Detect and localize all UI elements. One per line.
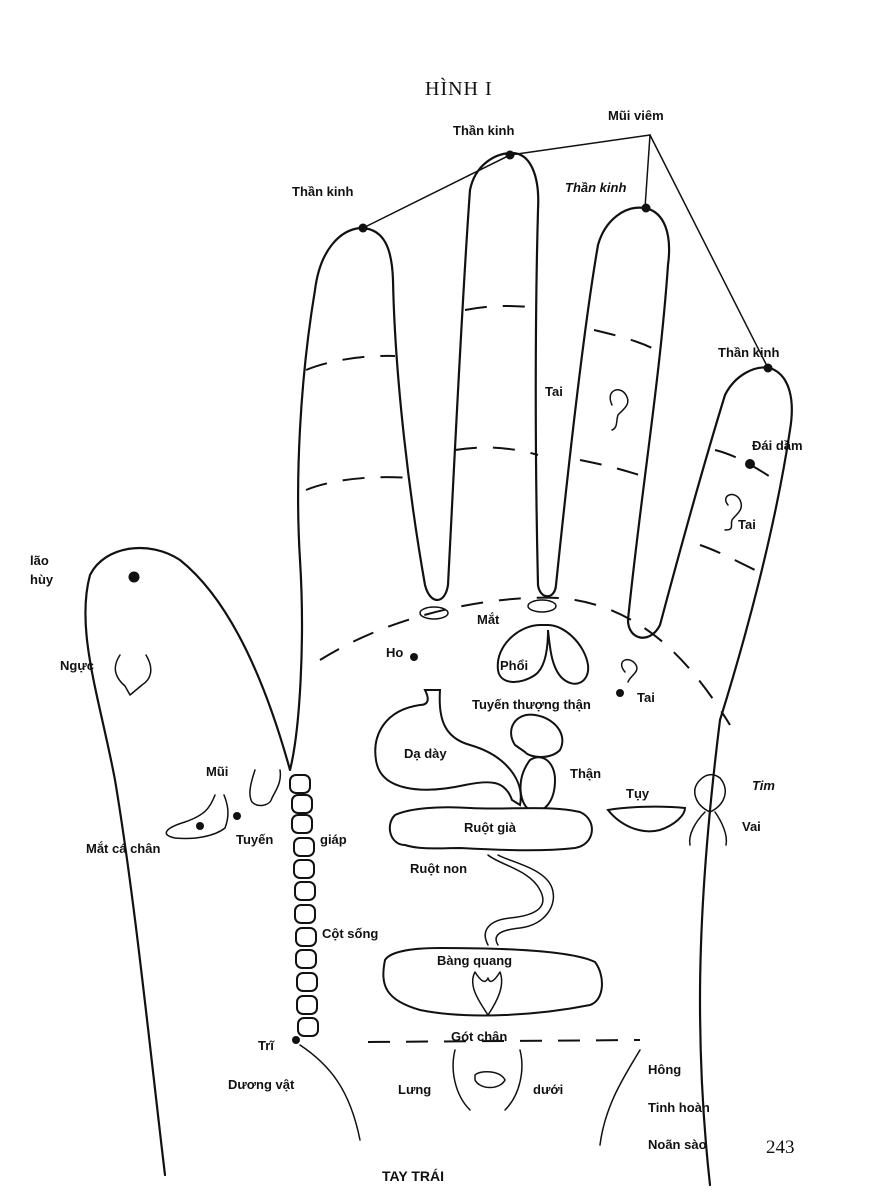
label-tim: Tim xyxy=(752,778,775,793)
label-cot-song: Cột sống xyxy=(322,926,379,941)
large-intestine-shape xyxy=(388,806,593,852)
label-ruot-non: Ruột non xyxy=(410,861,468,876)
ear-icon-little xyxy=(724,493,743,531)
joint-line-index-1 xyxy=(305,354,396,371)
label-noan-sao: Noãn sào xyxy=(648,1137,707,1152)
label-tai-2: Tai xyxy=(738,517,756,532)
label-da-day: Dạ dày xyxy=(404,746,447,761)
label-ruot-gia: Ruột già xyxy=(464,820,516,835)
chest-icon xyxy=(114,654,152,696)
label-tai-1: Tai xyxy=(545,384,563,399)
label-mat: Mắt xyxy=(477,612,500,627)
lungs-shape xyxy=(496,624,590,685)
ear-icon-palm xyxy=(620,658,638,683)
connector-line-1 xyxy=(509,134,651,156)
point-tuyen-giap xyxy=(233,812,241,820)
shoulder-icon xyxy=(688,811,728,846)
label-than-kinh-1: Thần kinh xyxy=(453,123,515,138)
point-tri xyxy=(292,1036,300,1044)
connector-line-3 xyxy=(649,134,769,369)
label-nao-2: hùy xyxy=(30,572,54,587)
page-number: 243 xyxy=(766,1137,795,1158)
label-tai-3: Tai xyxy=(637,690,655,705)
label-duong-vat: Dương vật xyxy=(228,1077,295,1092)
joint-line-middle-1 xyxy=(464,304,539,311)
wrist-line xyxy=(367,1039,641,1043)
figure-title: HÌNH I xyxy=(425,78,493,100)
small-intestine-shape xyxy=(484,854,555,946)
figure-caption: TAY TRÁI xyxy=(382,1168,444,1184)
point-than-kinh-middle xyxy=(505,150,515,160)
ear-icon-ring xyxy=(609,389,629,431)
label-nguc: Ngực xyxy=(60,658,94,673)
label-than-kinh-3: Thần kinh xyxy=(565,180,627,195)
label-mui-viem: Mũi viêm xyxy=(608,108,664,123)
penis-hatch xyxy=(299,1044,361,1141)
label-than-kinh-4: Thần kinh xyxy=(718,345,780,360)
point-than-kinh-index xyxy=(358,223,368,233)
connector-line-2 xyxy=(644,134,651,209)
pancreas-shape xyxy=(606,805,687,833)
label-got-chan: Gót chân xyxy=(451,1029,508,1044)
label-ho: Ho xyxy=(386,645,404,660)
label-vai: Vai xyxy=(742,819,761,834)
joint-line-ring-2 xyxy=(579,459,649,479)
lower-back-icon xyxy=(452,1049,523,1111)
label-than: Thận xyxy=(570,766,602,781)
palm-arc-line xyxy=(319,596,731,726)
spine-shape xyxy=(289,774,319,1037)
point-than-kinh-ring xyxy=(641,203,651,213)
bladder-shape xyxy=(382,946,603,1017)
label-tri: Trĩ xyxy=(258,1038,274,1053)
joint-line-little-2 xyxy=(699,544,756,571)
label-phoi: Phổi xyxy=(500,658,529,673)
label-lung: Lưng xyxy=(398,1082,432,1097)
bladder-inner-icon xyxy=(471,971,503,1016)
joint-line-middle-2 xyxy=(454,446,539,456)
connector-line-4 xyxy=(362,154,511,229)
label-nao-1: lão xyxy=(30,553,49,568)
label-duoi: dưới xyxy=(533,1082,564,1097)
label-mui: Mũi xyxy=(206,764,229,779)
ankle-icon xyxy=(165,794,229,840)
label-bang-quang: Bàng quang xyxy=(437,953,513,968)
hand-outline xyxy=(84,151,793,1187)
point-mat-ca-chan xyxy=(196,822,204,830)
point-tai-palm xyxy=(616,689,624,697)
label-giap: giáp xyxy=(320,832,347,847)
label-hong: Hông xyxy=(648,1062,682,1077)
label-dai-dam: Đái dầm xyxy=(752,438,803,453)
kidney-lower-shape xyxy=(519,756,557,812)
point-ho xyxy=(410,653,418,661)
hip-hatch xyxy=(599,1049,641,1146)
stomach-shape xyxy=(374,689,522,807)
label-tinh-hoan: Tinh hoàn xyxy=(648,1100,710,1115)
label-tuyen-thuong-than: Tuyến thượng thận xyxy=(472,697,591,712)
nose-icon xyxy=(249,769,282,807)
label-tuy: Tụy xyxy=(626,786,650,801)
label-than-kinh-2: Thần kinh xyxy=(292,184,354,199)
joint-line-index-2 xyxy=(305,476,411,491)
label-tuyen: Tuyến xyxy=(236,832,274,847)
eye-icon-right xyxy=(527,599,557,613)
joint-line-ring-1 xyxy=(593,329,653,349)
kidney-shape xyxy=(510,713,564,758)
heart-icon xyxy=(694,773,726,813)
joint-line-little-1 xyxy=(714,449,773,479)
point-dai-dam xyxy=(745,459,755,469)
label-mat-ca-chan: Mắt cá chân xyxy=(86,841,161,856)
eye-icon-left xyxy=(419,606,449,620)
point-nao-thuy xyxy=(128,571,140,583)
point-than-kinh-little xyxy=(763,363,773,373)
